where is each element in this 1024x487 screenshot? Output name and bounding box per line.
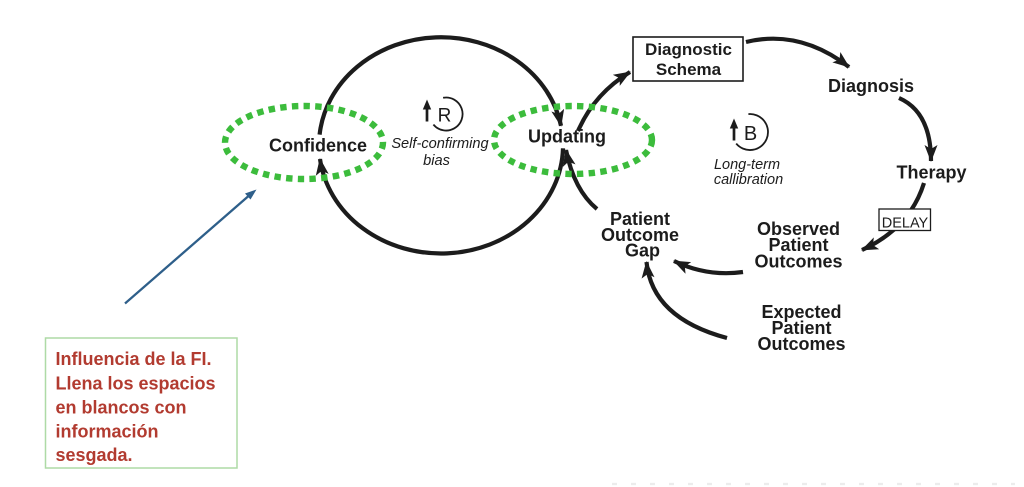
svg-text:Updating: Updating bbox=[528, 127, 606, 147]
svg-text:B: B bbox=[744, 123, 757, 145]
svg-text:DELAY: DELAY bbox=[882, 216, 929, 232]
svg-text:callibration: callibration bbox=[714, 172, 783, 188]
svg-text:Llena los espacios: Llena los espacios bbox=[56, 373, 216, 393]
svg-text:Diagnosis: Diagnosis bbox=[828, 76, 914, 96]
svg-text:Influencia de la FI.: Influencia de la FI. bbox=[56, 349, 212, 369]
svg-text:Patient: Patient bbox=[768, 235, 828, 255]
svg-text:R: R bbox=[438, 106, 452, 127]
svg-text:Outcome: Outcome bbox=[601, 225, 679, 245]
svg-text:Diagnostic: Diagnostic bbox=[645, 40, 732, 59]
svg-text:Patient: Patient bbox=[610, 209, 670, 229]
svg-text:Confidence: Confidence bbox=[269, 136, 367, 156]
svg-text:en blancos con: en blancos con bbox=[56, 398, 187, 418]
svg-text:Gap: Gap bbox=[625, 241, 660, 261]
svg-text:Outcomes: Outcomes bbox=[757, 334, 845, 354]
svg-text:Therapy: Therapy bbox=[896, 163, 966, 183]
svg-text:Self-confirming: Self-confirming bbox=[391, 136, 488, 152]
svg-text:Schema: Schema bbox=[656, 60, 722, 79]
svg-text:bias: bias bbox=[423, 153, 450, 169]
svg-text:Long-term: Long-term bbox=[714, 157, 780, 173]
svg-text:Expected: Expected bbox=[761, 302, 841, 322]
svg-text:información: información bbox=[56, 421, 159, 441]
svg-text:Observed: Observed bbox=[757, 219, 840, 239]
svg-text:Outcomes: Outcomes bbox=[754, 252, 842, 272]
svg-text:sesgada.: sesgada. bbox=[56, 445, 133, 465]
svg-text:Patient: Patient bbox=[771, 318, 831, 338]
